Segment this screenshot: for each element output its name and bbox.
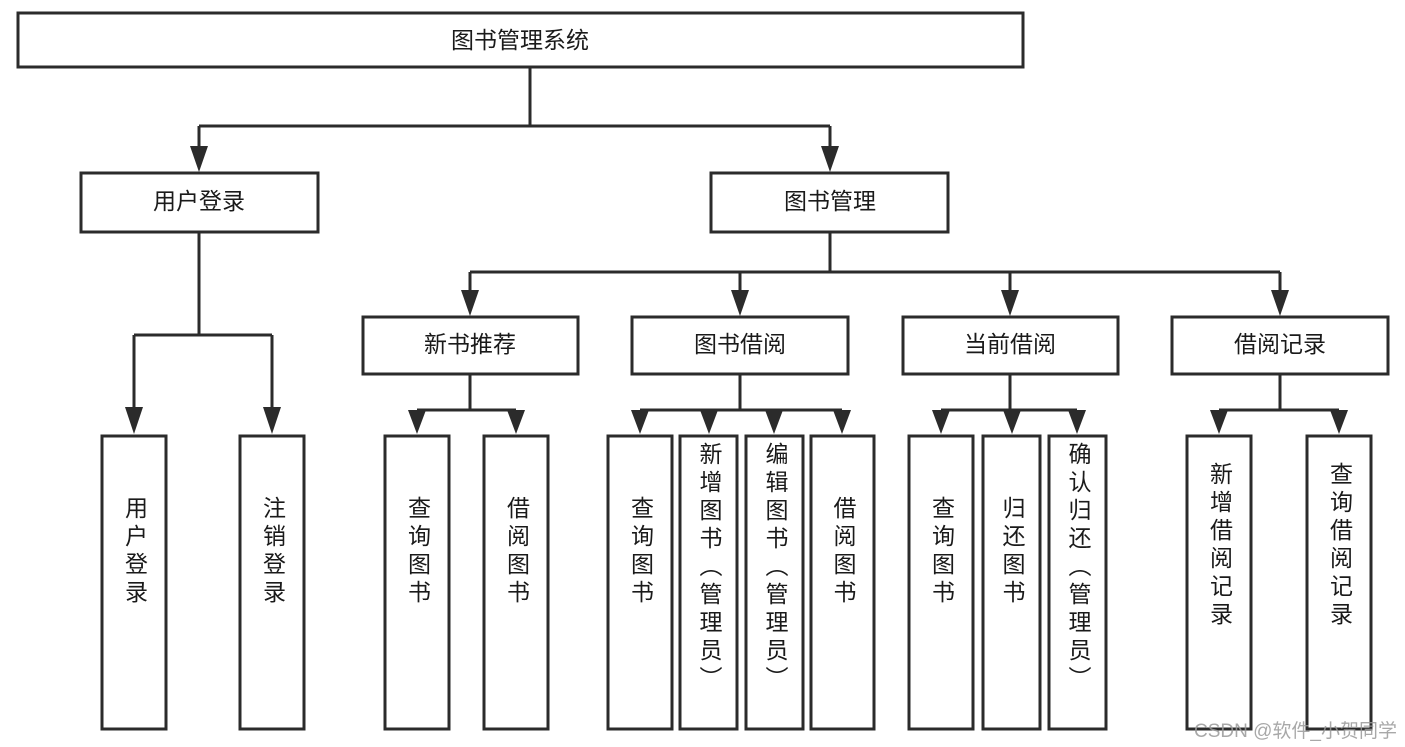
arrow-book-mgmt-c3: [1001, 290, 1019, 316]
leaf-box-query-book-3[interactable]: [907, 434, 975, 731]
connector-group: [125, 67, 1348, 434]
node-book-borrow[interactable]: 图书借阅: [630, 315, 850, 376]
leaf-box-confirm-return[interactable]: [1047, 434, 1108, 731]
leaf-box-group: [100, 434, 1373, 731]
node-book-management-box[interactable]: [709, 171, 950, 234]
node-user-login-label: 用户登录: [153, 188, 245, 214]
leaf-box-query-book-1[interactable]: [383, 434, 451, 731]
leaf-box-return-book[interactable]: [981, 434, 1042, 731]
node-root-box[interactable]: [16, 11, 1025, 69]
leaf-box-query-record[interactable]: [1305, 434, 1373, 731]
leaf-box-borrow-book-1[interactable]: [482, 434, 550, 731]
node-root[interactable]: 图书管理系统: [16, 11, 1025, 69]
node-current-borrow-label: 当前借阅: [964, 331, 1056, 357]
leaf-box-logout[interactable]: [238, 434, 306, 731]
node-borrow-record-label: 借阅记录: [1234, 331, 1326, 357]
arrow-book-mgmt-c1: [461, 290, 479, 316]
node-borrow-record[interactable]: 借阅记录: [1170, 315, 1390, 376]
arrow-record-l1: [1210, 410, 1228, 434]
node-current-borrow[interactable]: 当前借阅: [901, 315, 1120, 376]
node-book-borrow-label: 图书借阅: [694, 331, 786, 357]
arrow-root-to-user-login: [190, 146, 208, 172]
arrow-new-book-l2: [507, 410, 525, 434]
node-book-management-label: 图书管理: [784, 188, 876, 214]
arrow-book-mgmt-c4: [1271, 290, 1289, 316]
arrow-user-login-leaf2: [263, 407, 281, 434]
leaf-box-query-book-2[interactable]: [606, 434, 674, 731]
leaf-box-edit-book-admin[interactable]: [744, 434, 805, 731]
arrow-current-l3: [1068, 410, 1086, 434]
leaf-box-user-login[interactable]: [100, 434, 168, 731]
node-new-book-recommend-label: 新书推荐: [424, 331, 516, 357]
node-user-login-box[interactable]: [79, 171, 320, 234]
arrow-current-l2: [1003, 410, 1021, 434]
node-borrow-record-box[interactable]: [1170, 315, 1390, 376]
arrow-record-l2: [1330, 410, 1348, 434]
leaf-box-add-record[interactable]: [1185, 434, 1253, 731]
arrow-user-login-leaf1: [125, 407, 143, 434]
leaf-box-add-book-admin[interactable]: [678, 434, 739, 731]
arrow-book-mgmt-c2: [731, 290, 749, 316]
node-current-borrow-box[interactable]: [901, 315, 1120, 376]
node-book-management[interactable]: 图书管理: [709, 171, 950, 234]
arrow-borrow-l4: [833, 410, 851, 434]
arrow-borrow-l3: [765, 410, 783, 434]
arrow-root-to-book-mgmt: [821, 146, 839, 172]
node-root-label: 图书管理系统: [451, 27, 589, 53]
arrow-new-book-l1: [408, 410, 426, 434]
node-new-book-recommend[interactable]: 新书推荐: [361, 315, 580, 376]
arrow-borrow-l2: [700, 410, 718, 434]
arrow-borrow-l1: [631, 410, 649, 434]
node-user-login[interactable]: 用户登录: [79, 171, 320, 234]
leaf-box-borrow-book-2[interactable]: [809, 434, 876, 731]
arrow-current-l1: [932, 410, 950, 434]
node-book-borrow-box[interactable]: [630, 315, 850, 376]
node-new-book-recommend-box[interactable]: [361, 315, 580, 376]
